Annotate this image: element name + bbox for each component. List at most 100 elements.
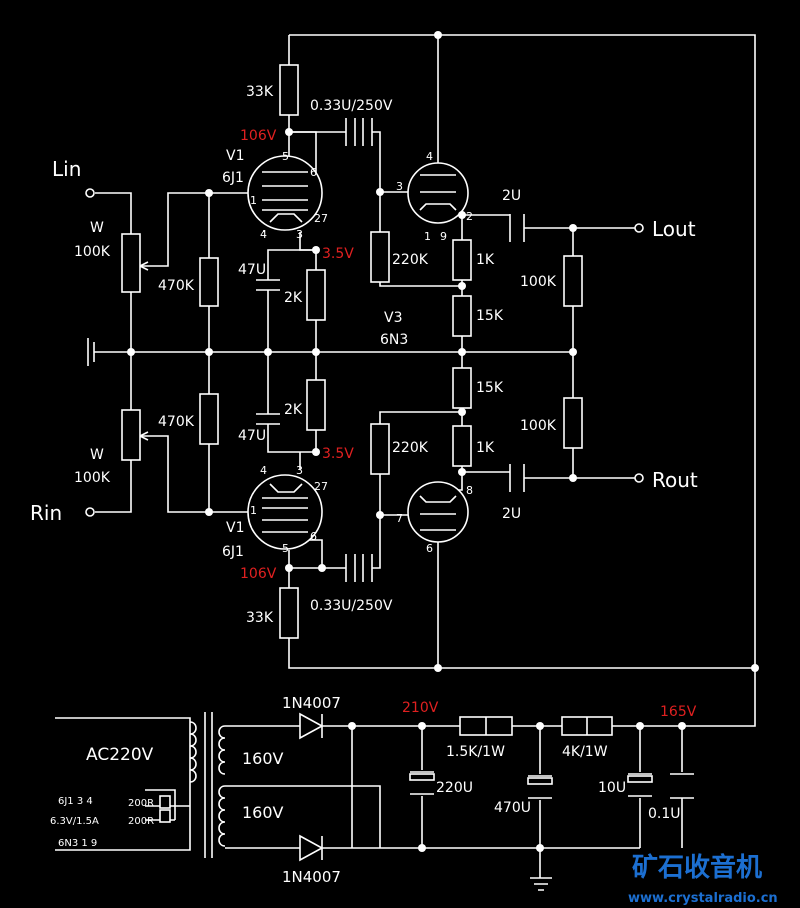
capacitor-47u-top: [256, 279, 280, 291]
label-15k-bot: 15K: [476, 380, 504, 396]
label-220u: 220U: [436, 780, 473, 796]
label-47u-top: 47U: [238, 262, 266, 278]
pin-label: 3: [396, 180, 403, 193]
pin-label: 1: [424, 230, 431, 243]
label-470k-top: 470K: [158, 278, 195, 294]
label-v1-top: V1: [226, 148, 244, 164]
pin-label: 5: [282, 542, 289, 555]
watermark-brand: 矿石收音机: [632, 852, 762, 883]
resistor-2k-bot: [306, 379, 326, 431]
pin-label: 4: [260, 464, 267, 477]
resistor-15k-bot: [452, 367, 472, 409]
terminals: [85, 188, 644, 517]
transformer-secondary: [218, 725, 226, 847]
capacitor-2u-top: [509, 214, 525, 242]
label-470k-bot: 470K: [158, 414, 195, 430]
pin-label: 9: [440, 230, 447, 243]
resistor-470k-top: [199, 257, 219, 307]
diode-bot: [299, 834, 324, 862]
pin-label: 1: [250, 194, 257, 207]
resistor-220k-top: [370, 231, 390, 283]
label-rout: Rout: [652, 468, 698, 492]
capacitors: [256, 118, 694, 799]
label-470u: 470U: [494, 800, 531, 816]
label-220k-top: 220K: [392, 252, 429, 268]
label-lout: Lout: [652, 217, 696, 241]
label-01u: 0.1U: [648, 806, 681, 822]
potentiometer-100k-top: [121, 233, 141, 293]
wires: [55, 34, 756, 891]
resistor-470k-bot: [199, 393, 219, 445]
label-2u-top: 2U: [502, 188, 521, 204]
label-v1-top-type: 6J1: [222, 170, 244, 186]
terminal-rout: [634, 473, 644, 483]
label-10u: 10U: [598, 780, 626, 796]
potentiometer-100k-bot: [121, 409, 141, 461]
resistor-33k-top: [279, 64, 299, 116]
pin-label: 7: [396, 512, 403, 525]
label-2u-bot: 2U: [502, 506, 521, 522]
pin-label: 8: [466, 484, 473, 497]
label-v3-type: 6N3: [380, 332, 408, 348]
label-v1-bot-type: 6J1: [222, 544, 244, 560]
voltage-3-5v-bot: 3.5V: [322, 446, 354, 462]
capacitor-220u: [410, 771, 434, 795]
pin-label: 4: [426, 150, 433, 163]
capacitor-47u-bot: [256, 413, 280, 425]
label-heater-row1: 6J1 3 4: [58, 796, 93, 807]
pin-label: 2: [466, 210, 473, 223]
resistor-1k-top: [452, 239, 472, 281]
pin-label: 6: [310, 530, 317, 543]
label-15k-top: 15K: [476, 308, 504, 324]
capacitor-470u: [528, 775, 552, 799]
label-v3: V3: [384, 310, 402, 326]
label-w-top: W: [90, 220, 104, 236]
pin-label: 4: [260, 228, 267, 241]
voltage-106v-bot: 106V: [240, 566, 277, 582]
pin-label: 5: [282, 150, 289, 163]
pin-label: 27: [314, 212, 328, 225]
label-sec-top: 160V: [242, 749, 284, 768]
label-200r-bot: 200R: [128, 816, 154, 827]
capacitor-033u-bot: [345, 554, 373, 582]
capacitor-033u-top: [345, 118, 373, 146]
tube-v1-top: [247, 155, 323, 231]
watermark: 矿石收音机 www.crystalradio.cn: [628, 852, 778, 906]
voltage-annotations: 106V 3.5V 3.5V 106V 210V 165V: [240, 128, 697, 720]
label-cap-bot: 0.33U/250V: [310, 598, 393, 614]
label-47u-bot: 47U: [238, 428, 266, 444]
terminal-lout: [634, 223, 644, 233]
label-4k-1w: 4K/1W: [562, 744, 608, 760]
voltage-210v: 210V: [402, 700, 439, 716]
label-pot-top: 100K: [74, 244, 111, 260]
transformer-primary: [189, 721, 197, 783]
label-1k-top: 1K: [476, 252, 495, 268]
tube-v3-bot: [407, 481, 469, 543]
terminal-rin: [85, 507, 95, 517]
label-ac: AC220V: [86, 745, 154, 765]
label-2k-bot: 2K: [284, 402, 303, 418]
label-diode-bot: 1N4007: [282, 868, 341, 886]
tubes: [247, 155, 469, 550]
resistor-100k-out-top: [563, 255, 583, 307]
pin-label: 3: [296, 464, 303, 477]
label-1k-bot: 1K: [476, 440, 495, 456]
junctions: [127, 31, 759, 852]
label-diode-top: 1N4007: [282, 694, 341, 712]
capacitor-2u-bot: [509, 464, 525, 492]
label-2k-top: 2K: [284, 290, 303, 306]
label-100k-out-top: 100K: [520, 274, 557, 290]
label-rin: Rin: [30, 501, 62, 525]
diode-top: [299, 712, 324, 740]
voltage-3-5v-top: 3.5V: [322, 246, 354, 262]
label-1k5-1w: 1.5K/1W: [446, 744, 505, 760]
label-heater-row2: 6.3V/1.5A: [50, 816, 99, 827]
label-heater-row3: 6N3 1 9: [58, 838, 97, 849]
resistor-2k-top: [306, 269, 326, 321]
capacitor-10u: [628, 773, 652, 797]
watermark-site: www.crystalradio.cn: [628, 891, 778, 906]
pin-label: 27: [314, 480, 328, 493]
label-pot-bot: 100K: [74, 470, 111, 486]
resistors: [121, 64, 613, 736]
